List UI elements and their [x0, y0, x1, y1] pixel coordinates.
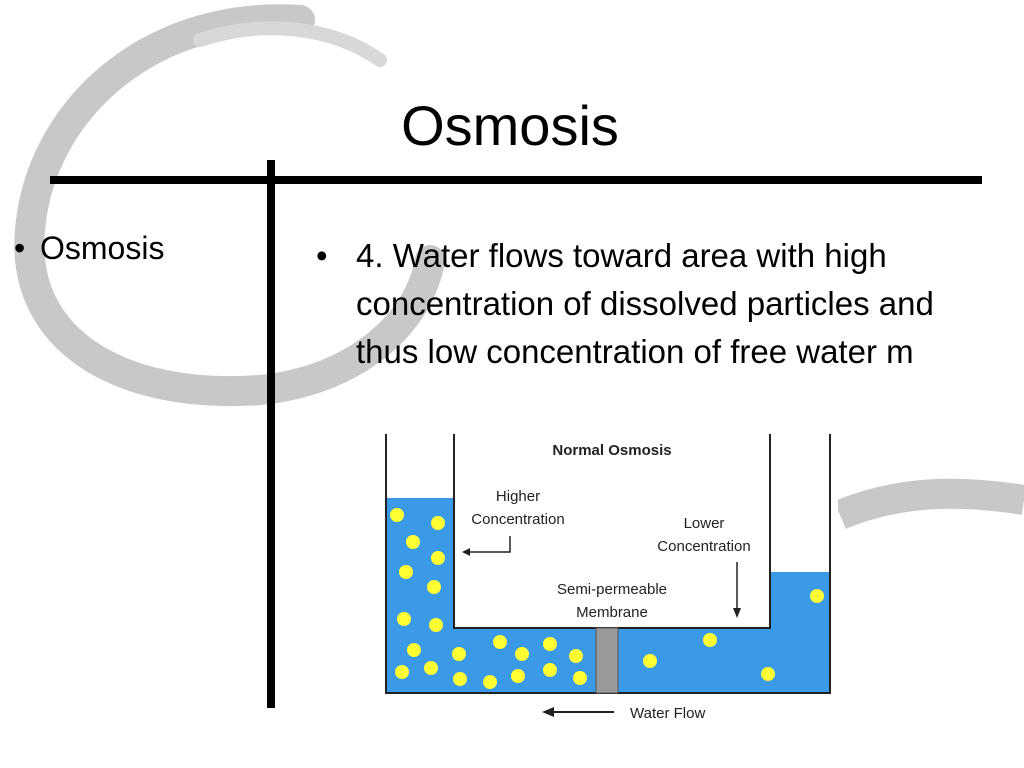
flow-label: Water Flow [630, 705, 705, 722]
membrane-label-1: Semi-permeable [557, 581, 667, 598]
flow-arrowhead [542, 707, 554, 717]
horizontal-divider [50, 176, 982, 184]
particles [390, 508, 824, 689]
diagram-title: Normal Osmosis [552, 442, 671, 459]
vertical-divider [267, 160, 275, 708]
membrane [595, 627, 619, 694]
lower-arrowhead [733, 608, 741, 618]
higher-label-1: Higher [496, 488, 540, 505]
bullet-marker: • [316, 237, 328, 274]
left-bullet-text: Osmosis [40, 230, 165, 266]
lower-label-1: Lower [684, 515, 725, 532]
bullet-marker: • [14, 230, 26, 266]
higher-arrowhead [462, 548, 470, 556]
osmosis-diagram: Normal Osmosis Higher Concentration Lowe… [372, 432, 838, 732]
lower-label-2: Concentration [657, 538, 750, 555]
osmosis-diagram-svg: Normal Osmosis Higher Concentration Lowe… [385, 434, 831, 722]
left-bullet: • Osmosis [14, 230, 164, 267]
slide-title: Osmosis [401, 94, 619, 157]
higher-label-2: Concentration [471, 511, 564, 528]
left-water [386, 498, 454, 693]
membrane-label-2: Membrane [576, 604, 648, 621]
right-bullet-text: 4. Water flows toward area with high con… [356, 237, 934, 370]
right-water [770, 572, 830, 693]
higher-arrow-line [468, 536, 511, 553]
right-bullet: • 4. Water flows toward area with high c… [316, 232, 936, 370]
